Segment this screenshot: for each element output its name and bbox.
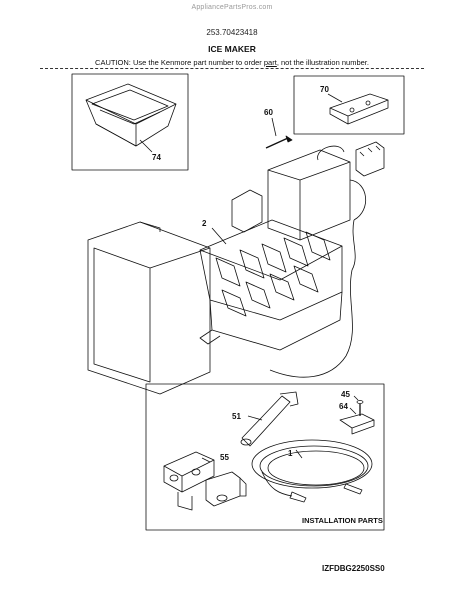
screw-leader [271,117,277,137]
screw-drawing [265,135,293,149]
water-line-drawing [251,439,373,503]
screw-small-leader [353,395,359,401]
callout-bracket: 70 [320,85,329,94]
callout-clip: 64 [339,402,348,411]
fill-tube-leader [247,415,263,421]
water-valve-drawing [163,451,247,511]
diagram-code: IZFDBG2250SS0 [322,564,385,573]
clip-drawing [339,400,375,435]
fill-tube-drawing [240,391,299,447]
header-divider [40,68,424,69]
model-number: 253.70423418 [206,28,258,37]
water-line-leader [295,449,303,459]
bracket-leader [327,93,343,103]
installation-parts-box [145,383,385,531]
callout-screw-small: 45 [341,390,350,399]
installation-parts-label: INSTALLATION PARTS [302,516,383,525]
section-title: ICE MAKER [208,44,256,54]
ice-bin-drawing [85,83,177,147]
caution-part-link: part [263,58,277,67]
ice-maker-leader [211,227,227,245]
watermark: AppliancePartsPros.com [191,4,273,11]
clip-leader [349,407,357,415]
callout-fill-tube: 51 [232,412,241,421]
ice-bin-leader [139,139,153,153]
callout-screw: 60 [264,108,273,117]
callout-water-line: 1 [288,449,293,458]
caution-text: CAUTION: Use the Kenmore part number to … [0,58,464,67]
water-valve-leader [201,457,211,463]
callout-water-valve: 55 [220,453,229,462]
callout-ice-maker: 2 [202,219,207,228]
caution-suffix: , not the illustration number. [276,58,369,67]
bracket-inset-box [293,75,405,135]
ice-bin-inset-box [71,73,189,171]
bracket-drawing [329,93,389,125]
callout-ice-bin: 74 [152,153,161,162]
ice-maker-drawing [87,141,385,395]
caution-prefix: CAUTION: Use the Kenmore part number to … [95,58,264,67]
